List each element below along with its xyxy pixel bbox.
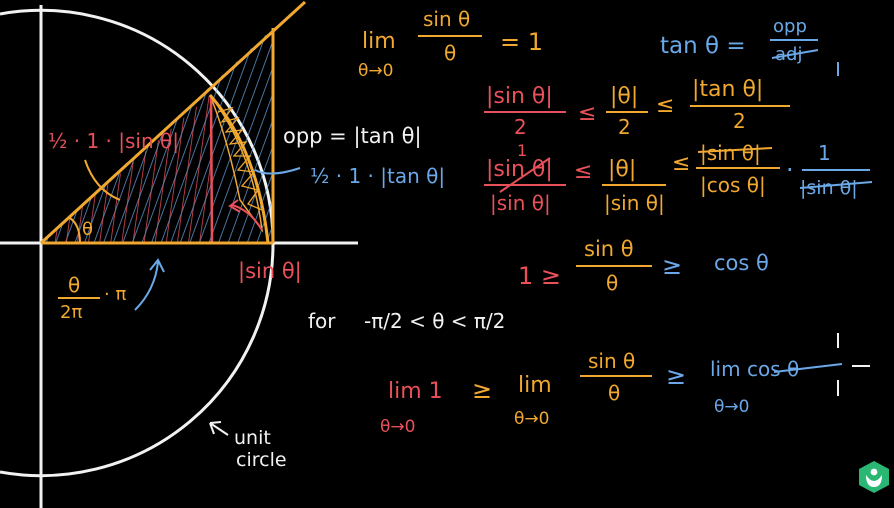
small-triangle-area-label: ½ · 1 · |sin θ| bbox=[48, 129, 179, 153]
tan-den-strike bbox=[771, 49, 819, 59]
limit-sub: θ→0 bbox=[358, 61, 393, 81]
ineq3-left: 1 ≥ bbox=[518, 262, 561, 290]
big-triangle-area-label: ½ · 1 · |tan θ| bbox=[310, 164, 445, 188]
ineq2-one: 1 bbox=[517, 141, 527, 160]
ineq2-dot: · bbox=[786, 156, 794, 184]
limit-statement: lim θ→0 sin θ θ = 1 bbox=[358, 7, 543, 81]
opp-label: opp = |tan θ| bbox=[283, 124, 422, 149]
ineq2-d-num: 1 bbox=[818, 141, 831, 165]
angle-arc bbox=[69, 217, 81, 244]
sin-label: |sin θ| bbox=[238, 259, 302, 284]
limit-num: sin θ bbox=[423, 7, 470, 31]
limit-den: θ bbox=[444, 41, 456, 65]
lims-num: sin θ bbox=[588, 349, 635, 373]
lims-sub2: θ→0 bbox=[514, 409, 549, 429]
unit-circle-label-1: unit bbox=[234, 427, 271, 449]
ineq2-le2: ≤ bbox=[672, 151, 690, 176]
sin-arrow bbox=[228, 199, 263, 231]
lims-den: θ bbox=[608, 381, 620, 405]
big-area-arrow bbox=[254, 167, 301, 175]
lims-sub1: θ→0 bbox=[380, 417, 415, 437]
sector-arc bbox=[208, 94, 270, 244]
sector-arrow bbox=[134, 258, 165, 311]
ineq1-b-den: 2 bbox=[618, 115, 631, 139]
tan-num: opp bbox=[773, 16, 807, 37]
ineq2-le1: ≤ bbox=[574, 159, 592, 184]
ineq2-c-strike bbox=[697, 147, 773, 153]
limit-lim: lim bbox=[362, 29, 396, 54]
ineq2-c-den: |cos θ| bbox=[700, 173, 766, 197]
ineq3-num: sin θ bbox=[584, 237, 634, 261]
ineq1-b-num: |θ| bbox=[610, 84, 638, 109]
ineq1-a-den: 2 bbox=[514, 115, 527, 139]
area-inequality-2: 1 |sin θ| |sin θ| ≤ |θ| |sin θ| ≤ |sin θ… bbox=[484, 141, 873, 215]
diagram-arrows bbox=[84, 159, 301, 436]
ineq2-a-den: |sin θ| bbox=[490, 191, 551, 215]
ineq1-le1: ≤ bbox=[578, 101, 596, 126]
ineq1-c-num: |tan θ| bbox=[692, 77, 763, 102]
ineq2-d-strike bbox=[799, 181, 873, 189]
lims-sub3: θ→0 bbox=[714, 397, 749, 417]
unit-circle-label-2: circle bbox=[236, 449, 287, 471]
lims-lim1: lim 1 bbox=[388, 379, 443, 404]
ineq2-b-den: |sin θ| bbox=[604, 191, 665, 215]
ineq2-a-strike bbox=[499, 157, 551, 193]
theta-angle-label: θ bbox=[82, 219, 93, 240]
ineq1-le2: ≤ bbox=[656, 93, 674, 118]
limits-inequality: lim 1 θ→0 ≥ lim θ→0 sin θ θ ≥ lim cos θ … bbox=[380, 349, 843, 437]
sector-area-numerator: θ bbox=[68, 273, 80, 297]
ineq3-den: θ bbox=[606, 271, 618, 295]
domain-condition: for -π/2 < θ < π/2 bbox=[308, 309, 505, 333]
lims-cos-strike bbox=[773, 363, 843, 373]
sector-area-pi: · π bbox=[104, 284, 126, 305]
ineq1-c-den: 2 bbox=[733, 109, 746, 133]
pen-cursor bbox=[837, 333, 870, 396]
diagram-labels: ½ · 1 · |sin θ| opp = |tan θ| ½ · 1 · |t… bbox=[48, 124, 445, 471]
sin-segment bbox=[209, 95, 214, 244]
ineq2-b-num: |θ| bbox=[608, 157, 636, 182]
lims-ge1: ≥ bbox=[472, 376, 492, 404]
ineq3-ge: ≥ bbox=[662, 252, 682, 280]
lims-lim2: lim bbox=[518, 373, 552, 398]
tan-lhs: tan θ = bbox=[660, 33, 746, 59]
inequality-3: 1 ≥ sin θ θ ≥ cos θ bbox=[518, 237, 769, 295]
domain-cond: -π/2 < θ < π/2 bbox=[364, 309, 505, 333]
small-area-arrow bbox=[84, 159, 121, 201]
sector-area-denominator: 2π bbox=[60, 302, 82, 323]
ineq2-c-num: |sin θ| bbox=[700, 141, 761, 165]
hypotenuse-line bbox=[39, 0, 307, 245]
coordinate-axes bbox=[0, 5, 358, 508]
khan-academy-logo bbox=[859, 461, 889, 493]
area-inequality-1: |sin θ| 2 ≤ |θ| 2 ≤ |tan θ| 2 bbox=[484, 77, 790, 139]
ineq1-a-num: |sin θ| bbox=[486, 84, 553, 109]
ineq3-right: cos θ bbox=[714, 251, 769, 275]
ineq2-d-den: |sin θ| bbox=[800, 177, 858, 199]
lims-lim3: lim cos θ bbox=[710, 357, 799, 381]
limit-rhs: = 1 bbox=[500, 28, 543, 56]
lims-ge2: ≥ bbox=[666, 362, 686, 390]
unit-circle-arrow bbox=[209, 421, 229, 436]
tan-definition: tan θ = opp adj bbox=[660, 16, 839, 76]
domain-for: for bbox=[308, 309, 336, 333]
